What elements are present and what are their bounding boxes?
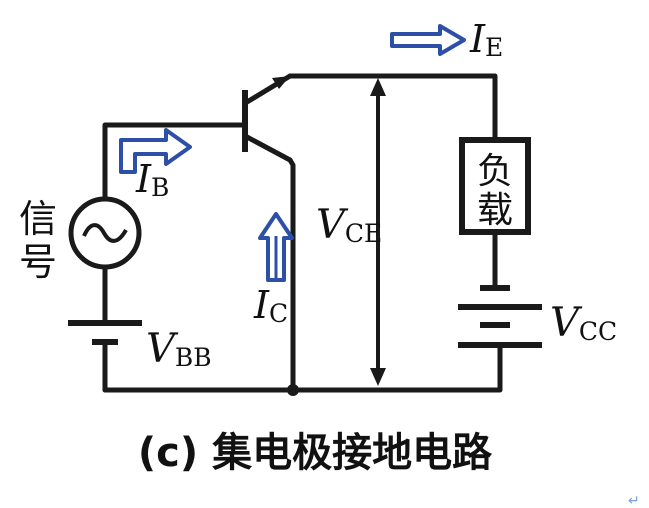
signal-to-base-wire: [102, 122, 248, 203]
ic-current-arrow: [258, 212, 294, 282]
signal-label-line1: 信: [19, 197, 57, 241]
vcc-battery: [458, 285, 542, 348]
ie-current-arrow: [390, 24, 466, 56]
sine-wave-icon: [82, 223, 128, 243]
load-label-line2: 载: [477, 190, 513, 231]
vce-label: VCE: [316, 202, 382, 248]
vce-arrowhead-down: [370, 368, 386, 386]
vbb-battery: [68, 320, 142, 345]
signal-source: [68, 196, 142, 270]
caption: (c) 集电极接地电路: [138, 430, 493, 476]
load-resistor: [459, 137, 531, 235]
collector-wire: [287, 157, 296, 393]
transistor-symbol: [242, 73, 293, 163]
signal-label-line2: 号: [19, 240, 57, 284]
emitter-top-wire: [287, 73, 498, 143]
vcc-label: VCC: [550, 300, 617, 346]
vce-arrow: [370, 78, 386, 386]
load-label-line1: 负: [477, 151, 513, 192]
corner-return-mark: ↵: [628, 493, 640, 508]
ground-junction: [287, 384, 299, 396]
ic-label: IC: [253, 283, 288, 328]
load-box: [459, 137, 531, 235]
transistor-collector-leg: [244, 134, 293, 163]
vbb-label: VBB: [146, 326, 212, 372]
transistor-emitter-arrowhead: [272, 76, 290, 89]
ie-label: IE: [469, 17, 503, 62]
ib-label: IB: [135, 157, 169, 202]
ib-current-arrow: [119, 128, 192, 174]
vce-arrowhead-up: [370, 78, 386, 96]
